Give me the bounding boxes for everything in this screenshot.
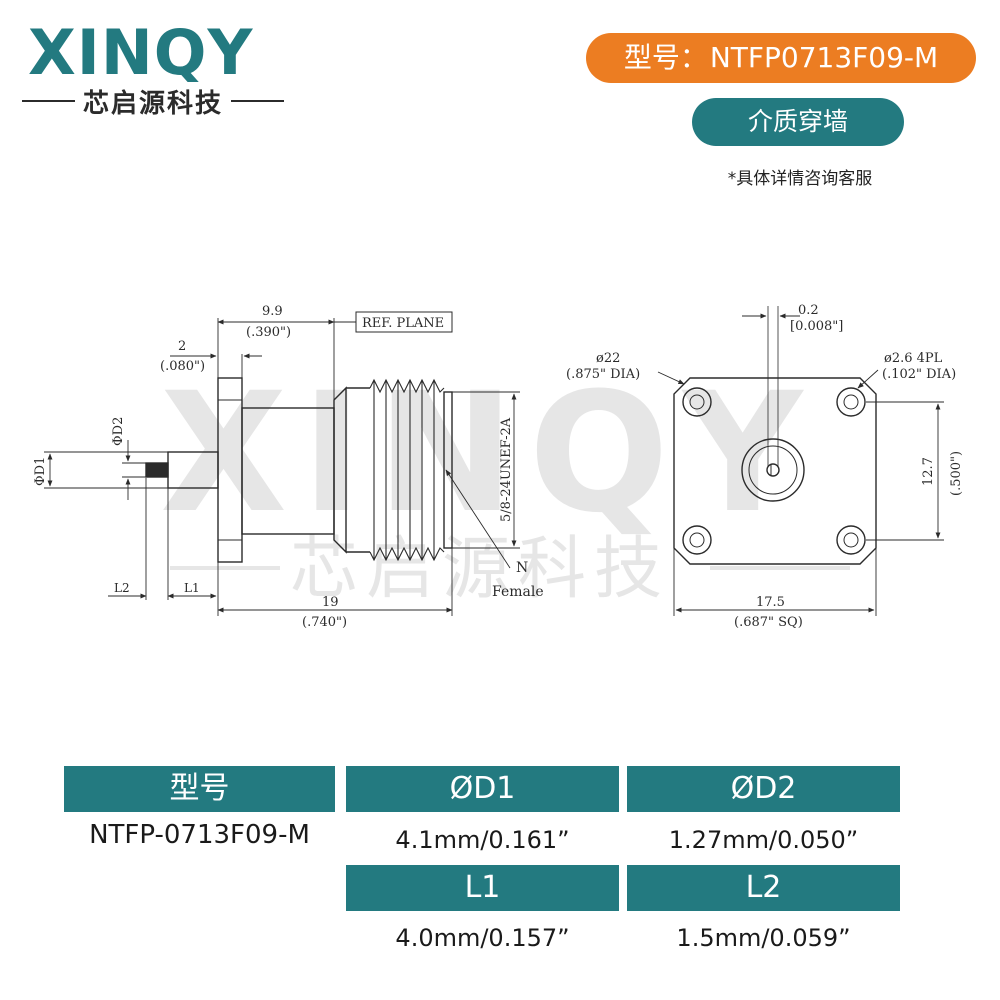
table-header-l1: L1: [346, 865, 619, 911]
dim-0-2-in: [0.008"]: [790, 319, 843, 334]
front-pin: [766, 463, 780, 477]
dim-17-5-in: (.687" SQ): [734, 615, 803, 630]
dim-9-9: 9.9: [262, 304, 283, 319]
dim-19-in: (.740"): [302, 615, 347, 630]
front-dielectric-outer: [741, 438, 805, 502]
table-value-l2: 1.5mm/0.059”: [676, 924, 851, 952]
dim-dia-22: ø22: [596, 351, 620, 366]
table-header-model: 型号: [64, 766, 335, 812]
type-badge: 介质穿墙: [692, 98, 904, 146]
front-view: [657, 306, 944, 616]
table-header-d2: ØD2: [627, 766, 900, 812]
dim-9-9-in: (.390"): [246, 325, 291, 340]
brand-tagline: 芯启源科技: [83, 88, 224, 119]
phi-d2-label: ΦD2: [111, 417, 126, 446]
side-nut: [333, 386, 347, 554]
dim-dia-22-in: (.875" DIA): [566, 367, 640, 382]
phi-d1-label: ΦD1: [33, 457, 48, 486]
tagline-left-rule: [22, 100, 75, 102]
mount-hole-tl: [682, 387, 712, 417]
mount-hole-bl: [682, 525, 712, 555]
l2-label: L2: [114, 581, 130, 595]
table-header-l2: L2: [627, 865, 900, 911]
side-pin: [145, 462, 169, 478]
dim-19: 19: [322, 595, 339, 610]
model-badge: 型号：NTFP0713F09-M: [586, 33, 976, 83]
table-value-d2: 1.27mm/0.050”: [668, 826, 859, 854]
technical-drawing: 9.9 (.390") REF. PLANE 2 (.080") ΦD2 ΦD1…: [33, 303, 964, 630]
l1-label: L1: [184, 581, 200, 595]
mount-hole-br: [836, 525, 866, 555]
n-label: N: [516, 560, 528, 576]
logo-wordmark: XINQY: [28, 22, 253, 82]
ref-plane-label: REF. PLANE: [362, 316, 444, 331]
dim-2: 2: [178, 339, 186, 354]
tagline-right-rule: [231, 100, 285, 102]
brand-logo: XINQY: [28, 16, 283, 89]
dim-2-in: (.080"): [160, 359, 205, 374]
thread-profile: [369, 378, 445, 562]
dim-12-7-in: (.500"): [949, 451, 964, 496]
dim-17-5: 17.5: [756, 595, 785, 610]
front-flange: [673, 377, 877, 565]
female-label: Female: [492, 584, 544, 600]
side-body: [241, 407, 335, 535]
watermark-tagline: 芯启源科技: [290, 530, 670, 609]
side-flange: [217, 377, 243, 563]
side-dielectric: [167, 451, 219, 489]
dim-0-2: 0.2: [798, 303, 819, 318]
table-header-d1: ØD1: [346, 766, 619, 812]
model-badge-label: 型号：: [623, 41, 708, 74]
table-value-model: NTFP-0713F09-M: [89, 820, 310, 850]
dim-hole-in: (.102" DIA): [882, 367, 956, 382]
table-value-d1: 4.1mm/0.161”: [395, 826, 570, 854]
dim-12-7: 12.7: [921, 457, 936, 486]
side-view: [44, 311, 520, 616]
watermark: XINQY 芯启源科技: [160, 370, 850, 609]
dim-hole: ø2.6 4PL: [884, 351, 943, 366]
mount-hole-tr: [836, 387, 866, 417]
model-badge-value: NTFP0713F09-M: [709, 41, 939, 74]
table-value-l1: 4.0mm/0.157”: [395, 924, 570, 952]
contact-note: *具体详情咨询客服: [727, 169, 873, 189]
thread-label: 5/8-24UNEF-2A: [499, 417, 514, 522]
side-face: [443, 391, 453, 549]
watermark-wordmark: XINQY: [160, 370, 816, 549]
brand-tagline-row: 芯启源科技: [22, 84, 285, 119]
